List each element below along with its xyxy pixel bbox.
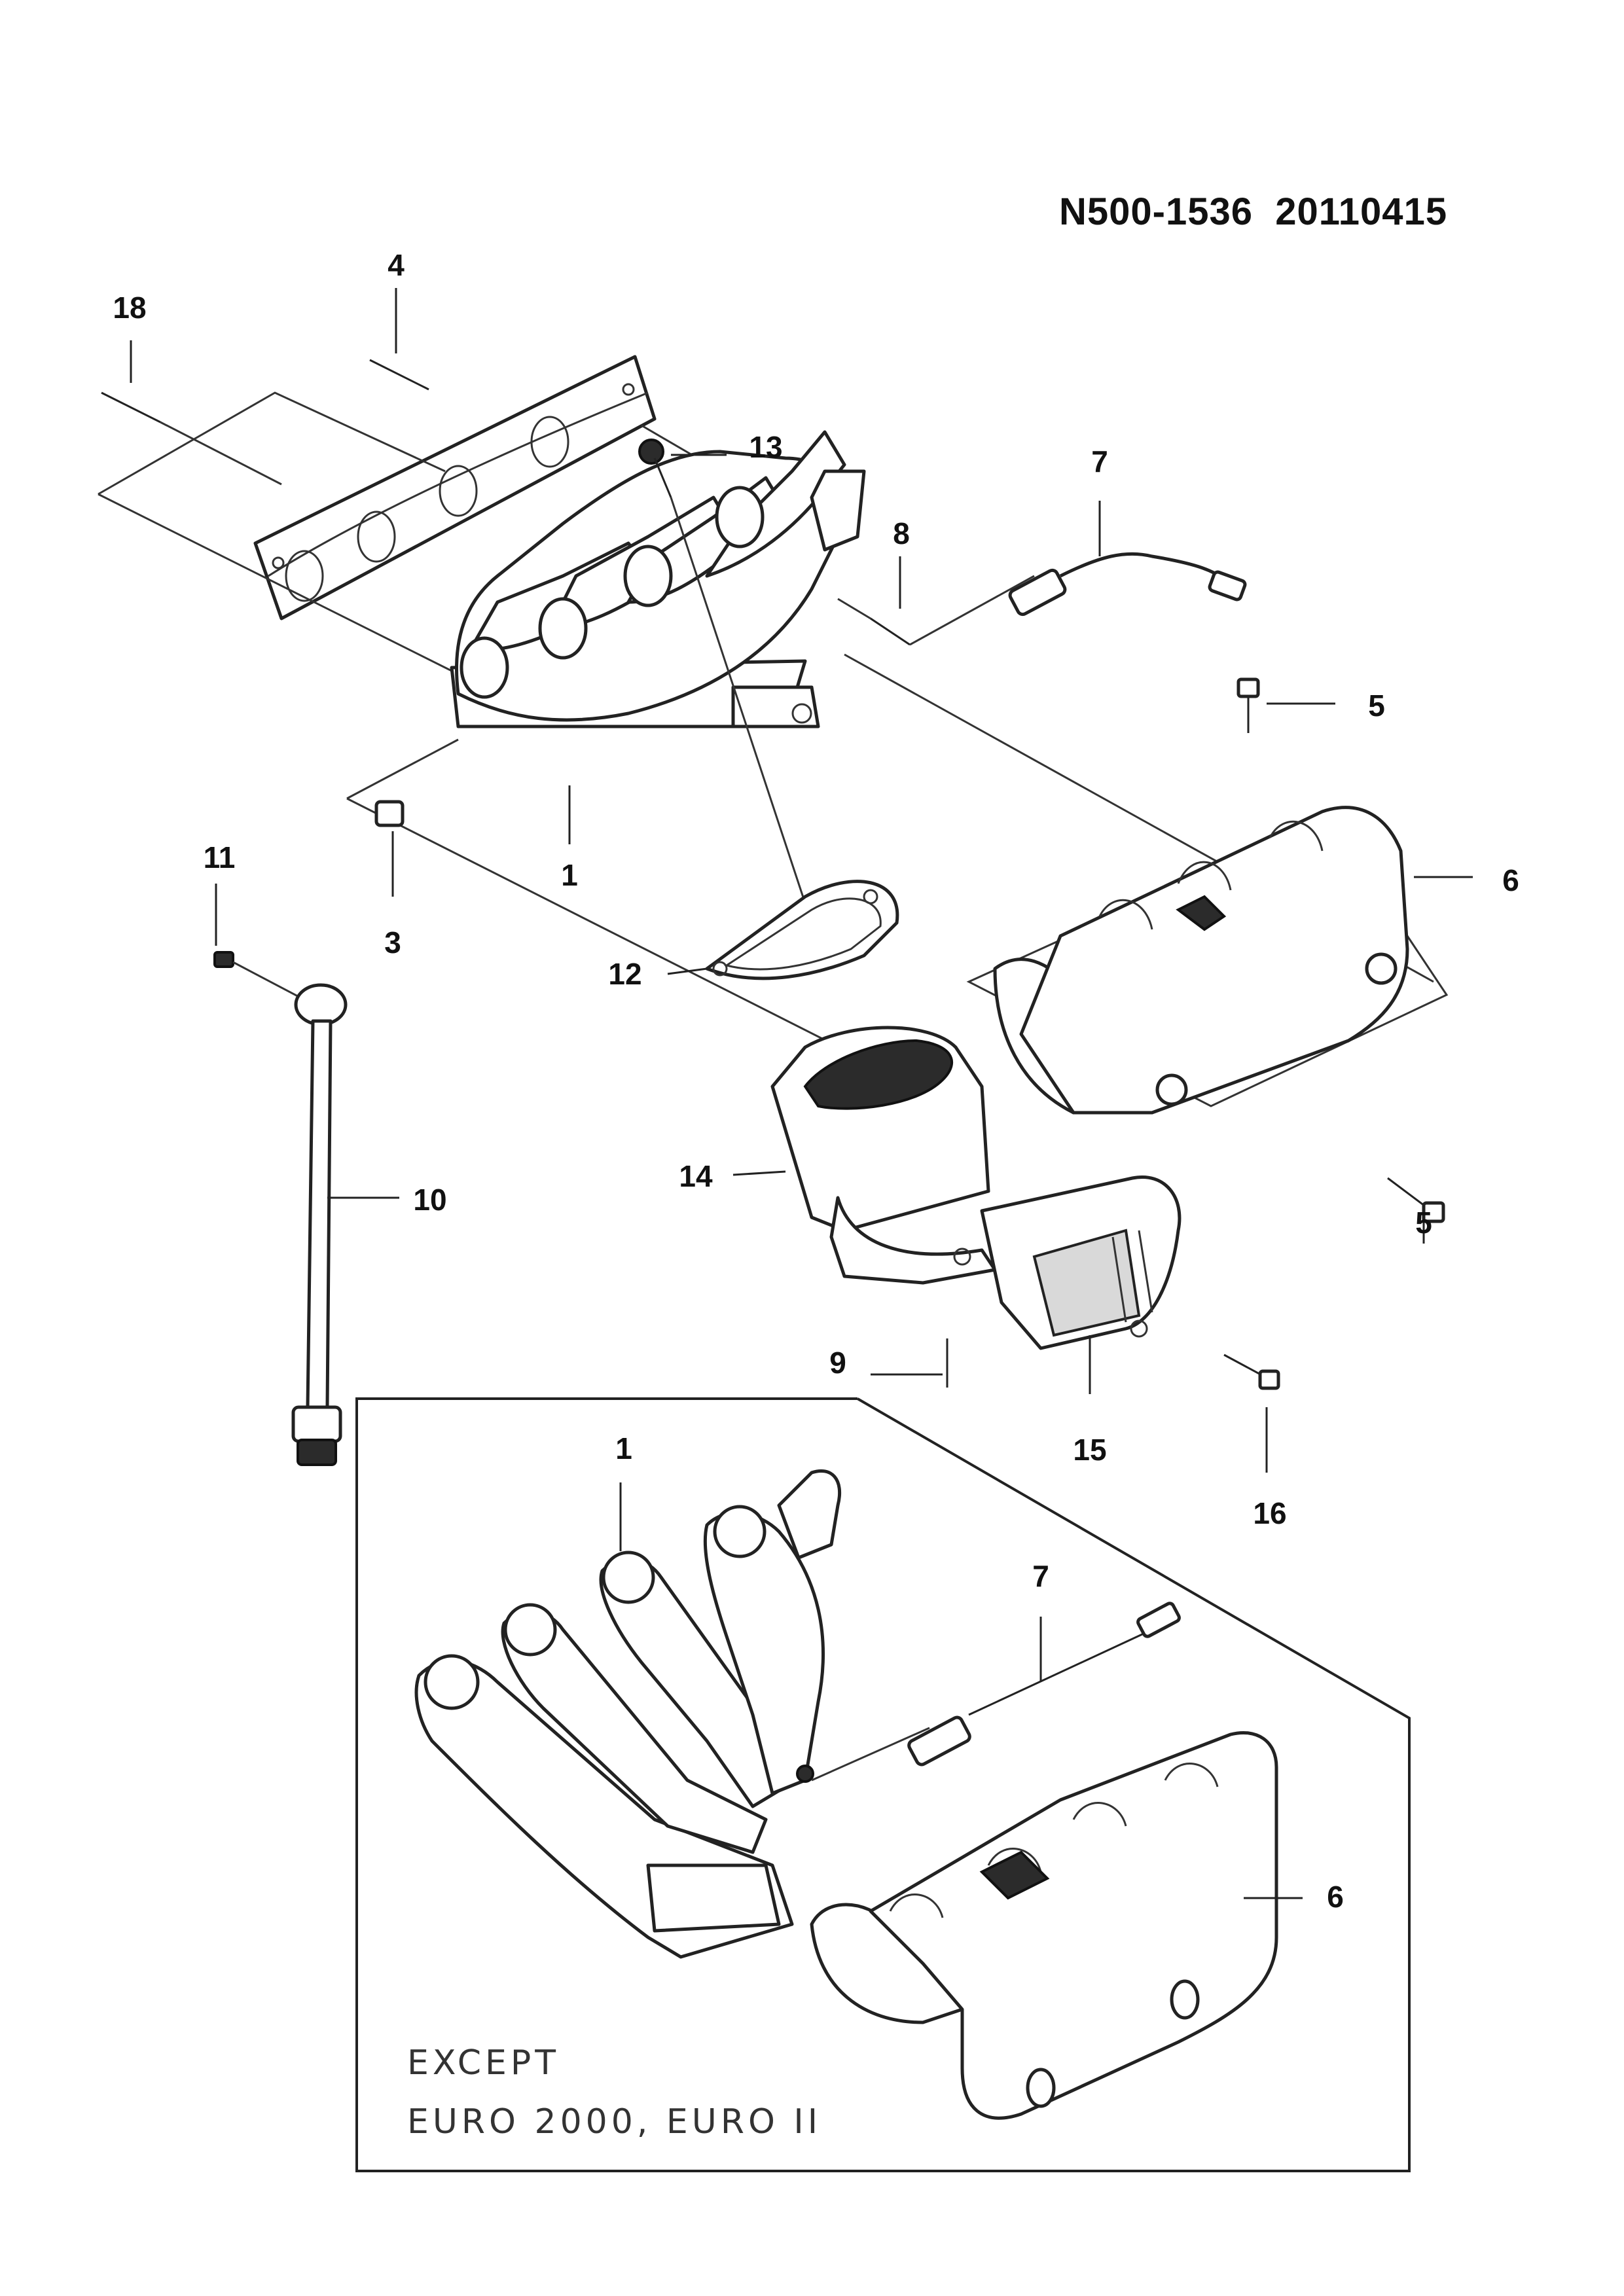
callout-5-top: 5 xyxy=(1368,689,1385,723)
inset-callout-1: 1 xyxy=(615,1431,632,1465)
gasket-12 xyxy=(705,880,899,980)
callout-18: 18 xyxy=(113,291,147,325)
oxygen-sensor-left xyxy=(291,983,348,1466)
nut-3 xyxy=(374,800,405,827)
inset-note-line1: EXCEPT xyxy=(407,2043,560,2083)
inset-frame xyxy=(355,1397,1411,2172)
callout-7: 7 xyxy=(1091,444,1108,478)
bolt-13 xyxy=(638,439,806,904)
inset-callout-leaders xyxy=(619,1482,1303,1899)
bolt-5-bottom xyxy=(1387,1177,1445,1223)
callout-3: 3 xyxy=(384,925,401,960)
callout-10: 10 xyxy=(413,1183,447,1217)
inset-callout-6: 6 xyxy=(1327,1880,1344,1914)
callout-leaders xyxy=(130,288,1473,1473)
callout-15: 15 xyxy=(1073,1433,1107,1467)
bolt-16 xyxy=(1223,1354,1280,1390)
manifold-gasket xyxy=(253,355,657,620)
bolt-11 xyxy=(213,951,308,1003)
callout-12: 12 xyxy=(608,957,642,991)
callout-6: 6 xyxy=(1502,863,1519,897)
document-id: N500-1536 20110415 xyxy=(1059,190,1448,233)
heat-shield-upper xyxy=(966,806,1449,1115)
callout-13: 13 xyxy=(749,430,783,464)
callout-9: 9 xyxy=(829,1346,846,1380)
bolt-5-top xyxy=(1236,677,1260,733)
bolt-8 xyxy=(837,598,911,646)
catalytic-converter xyxy=(770,1026,1182,1350)
callout-8: 8 xyxy=(893,516,910,550)
callout-11: 11 xyxy=(203,840,236,874)
callout-4: 4 xyxy=(388,248,405,282)
stud-4 xyxy=(369,359,429,391)
callout-1: 1 xyxy=(561,858,578,892)
stud-18 xyxy=(101,391,282,486)
callout-16: 16 xyxy=(1253,1496,1287,1530)
inset-oxygen-sensor xyxy=(811,1602,1181,1782)
inset-note-line2: EURO 2000, EURO II xyxy=(407,2102,822,2142)
inset-exhaust-manifold xyxy=(414,1469,842,1959)
exhaust-manifold xyxy=(450,430,866,728)
callout-14: 14 xyxy=(679,1159,713,1193)
inset-callout-7: 7 xyxy=(1032,1559,1049,1593)
inset-heat-shield xyxy=(810,1731,1278,2120)
callout-5-bottom: 5 xyxy=(1415,1206,1432,1240)
oxygen-sensor-upper xyxy=(909,552,1247,646)
